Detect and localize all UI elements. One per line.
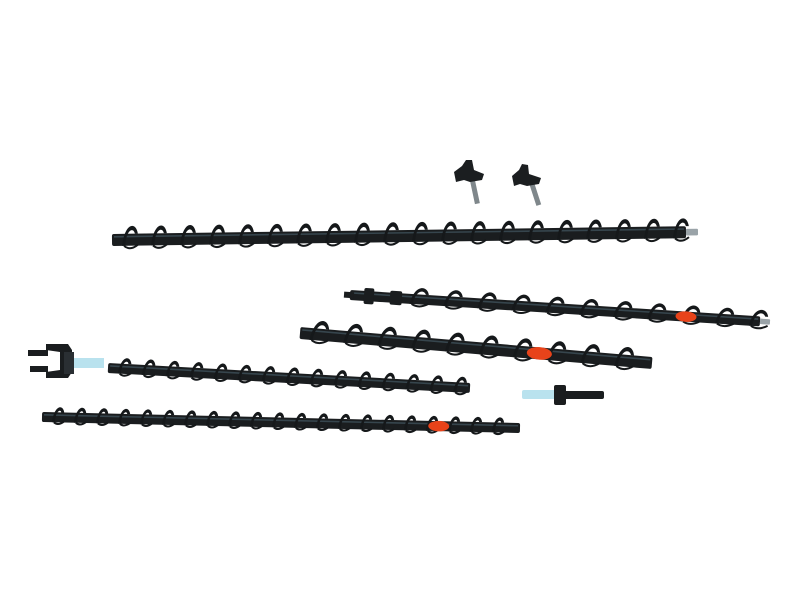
auger-flight [151,225,167,246]
auger-label-sticker [526,347,552,360]
auger-flight [189,362,204,378]
auger-flight [357,371,372,387]
auger-flight [409,288,429,305]
auger-flight [477,292,497,309]
auger-flight [117,408,131,424]
auger-flight [644,218,660,239]
auger-flight [51,407,65,423]
auger-flight [261,366,276,382]
auger-flight [499,220,515,241]
auger-flight [333,370,348,386]
auger-flight [271,412,285,428]
auger-tip [759,318,771,325]
auger-flight [383,222,399,243]
auger-flight [453,376,467,393]
auger-flight [122,225,138,246]
auger-flight [512,338,533,358]
auger-flight [238,224,254,245]
auger-flight [447,416,461,432]
auger-flight [180,225,196,246]
auger-flight [183,410,197,426]
auger-flight [586,219,602,240]
auger-flight [748,310,769,326]
auger-flight [377,326,397,346]
auger-long-top [111,218,699,250]
auger-label-sticker [675,311,697,322]
auger-flight [546,341,567,361]
auger-flight [227,411,241,427]
auger-flight [714,307,735,324]
auger-flight [680,305,701,322]
auger-bottom [41,407,521,436]
auger-flight [237,364,252,381]
auger-label-sticker [428,420,450,432]
auger-flight [441,221,457,242]
auger-flight [403,415,417,431]
auger-flight [511,294,531,311]
auger-flight [579,299,599,315]
auger-flight [325,223,341,244]
auger-flight [478,335,499,355]
auger-flight [293,412,307,428]
auger-flight [309,368,324,385]
auger-flight [249,411,263,427]
auger-flight [343,324,363,343]
auger-flight [209,224,225,245]
auger-flight [95,408,109,424]
auger-flight [470,221,486,242]
t-coupler-left [454,160,484,205]
auger-flight [469,416,483,432]
auger-flight [557,219,573,240]
auger-flight [337,413,351,429]
auger-flight [405,374,420,390]
auger-flight [161,409,175,425]
auger-flight [359,414,373,430]
auger-flight [117,358,132,374]
fork-coupler [28,344,104,378]
auger-flight [381,414,395,430]
auger-flight [309,321,330,341]
auger-flight [205,410,219,426]
augers-group [41,218,771,436]
auger-flight [673,218,689,239]
auger-flight [545,296,565,313]
auger-flight [139,409,153,425]
auger-flight [491,417,505,433]
auger-flight [443,290,463,307]
auger-flight [354,222,370,243]
auger-flight [165,360,180,377]
auger-flight [381,372,396,389]
auger-upper-right [343,288,771,330]
auger-flight [615,219,631,240]
auger-tip [685,228,699,236]
auger-flight [444,332,465,352]
auger-flight [267,223,283,244]
auger-flight [647,303,667,320]
auger-lower-left [107,358,471,396]
auger-flight [73,407,87,423]
auger-flight [580,344,601,364]
auger-flight [296,223,312,244]
auger-flight [429,375,443,391]
auger-flight [528,220,544,241]
auger-flight [285,367,300,383]
auger-flight [613,301,633,318]
auger-flight [141,359,156,376]
auger-middle [299,321,653,371]
auger-flight [614,347,635,367]
auger-flight [315,413,329,429]
t-coupler-right [512,164,542,206]
drive-shaft-fitting [522,385,604,405]
auger-flight [412,221,428,242]
auger-flight [213,363,228,380]
auger-flight [411,329,431,349]
